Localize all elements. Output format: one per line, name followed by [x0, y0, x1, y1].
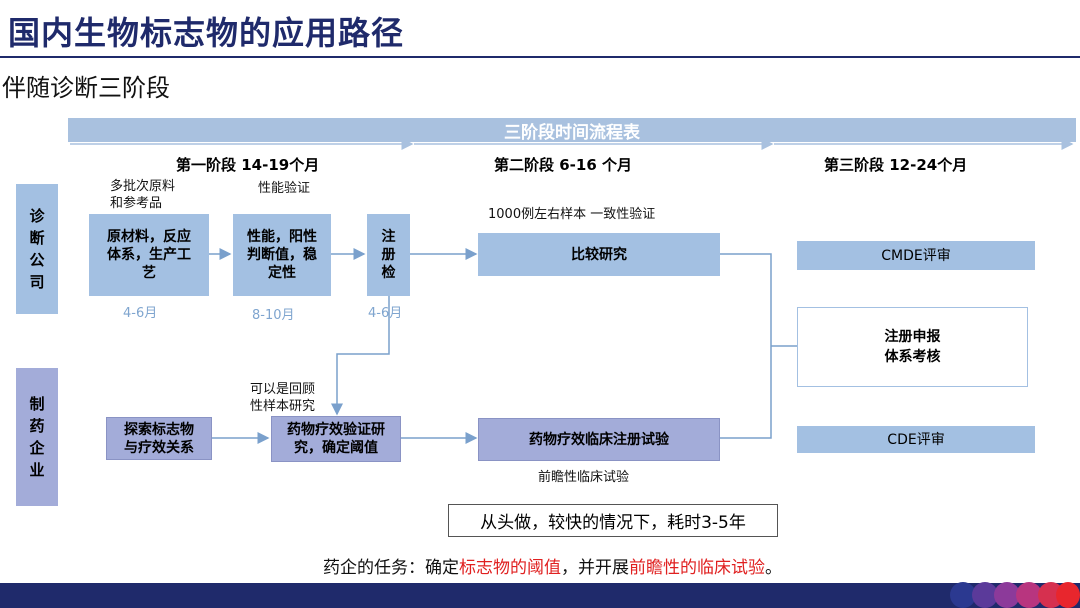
actor-diagnostic-label: 诊断公司: [29, 207, 45, 291]
footer-dot-4: [1016, 582, 1042, 608]
timeline-banner: 三阶段时间流程表: [68, 118, 1076, 143]
merge-bracket-line: [720, 253, 772, 439]
box-performance: 性能，阳性 判断值，稳 定性: [233, 214, 331, 296]
pharma-task-statement: 药企的任务：确定标志物的阈值，并开展前瞻性的临床试验。: [323, 553, 782, 578]
section-subtitle: 伴随诊断三阶段: [2, 74, 170, 102]
actor-pharma: 制药企业: [16, 368, 58, 506]
phase-3-header: 第三阶段 12-24个月: [824, 156, 968, 174]
phase-1-header: 第一阶段 14-19个月: [176, 156, 320, 174]
task-emphasis-trial: 前瞻性的临床试验: [629, 558, 765, 578]
footer-dot-6: [1056, 582, 1080, 608]
box-clinical-trial: 药物疗效临床注册试验: [478, 418, 720, 461]
duration-highlight: 从头做，较快的情况下，耗时3-5年: [448, 504, 778, 537]
note-multi-batch: 多批次原料 和参考品: [110, 179, 176, 211]
box-raw-material: 原材料，反应 体系，生产工 艺: [89, 214, 209, 296]
title-divider: [0, 56, 1080, 58]
box-registration-test: 注 册 检: [367, 214, 410, 296]
duration-registration-test: 4-6月: [368, 306, 403, 321]
box-explore-biomarker: 探索标志物 与疗效关系: [106, 417, 212, 460]
duration-performance: 8-10月: [252, 308, 295, 323]
phase-2-header: 第二阶段 6-16 个月: [494, 156, 632, 174]
note-retrospective: 可以是回顾 性样本研究: [250, 382, 316, 414]
footer-dot-1: [950, 582, 976, 608]
footer-dot-2: [972, 582, 998, 608]
arrow-registration-to-efficacy: [331, 296, 390, 416]
footer-dot-3: [994, 582, 1020, 608]
box-registration-review: 注册申报 体系考核: [797, 307, 1028, 387]
duration-raw-material: 4-6月: [123, 306, 158, 321]
task-middle: ，并开展: [561, 558, 629, 578]
actor-pharma-label: 制药企业: [29, 395, 45, 479]
note-performance-verification: 性能验证: [258, 181, 311, 196]
actor-diagnostic-company: 诊断公司: [16, 184, 58, 314]
footer-bar: [0, 583, 1080, 608]
box-comparison-study: 比较研究: [478, 233, 720, 276]
task-prefix: 药企的任务：确定: [323, 558, 459, 578]
box-cde-review: CDE评审: [797, 426, 1035, 453]
page-title: 国内生物标志物的应用路径: [8, 14, 405, 52]
box-efficacy-validation: 药物疗效验证研 究，确定阈值: [271, 416, 401, 462]
box-cmde-review: CMDE评审: [797, 241, 1035, 270]
note-prospective: 前瞻性临床试验: [538, 470, 630, 485]
task-suffix: 。: [765, 558, 782, 578]
task-emphasis-threshold: 标志物的阈值: [459, 558, 561, 578]
note-sample-size: 1000例左右样本 一致性验证: [488, 207, 656, 222]
